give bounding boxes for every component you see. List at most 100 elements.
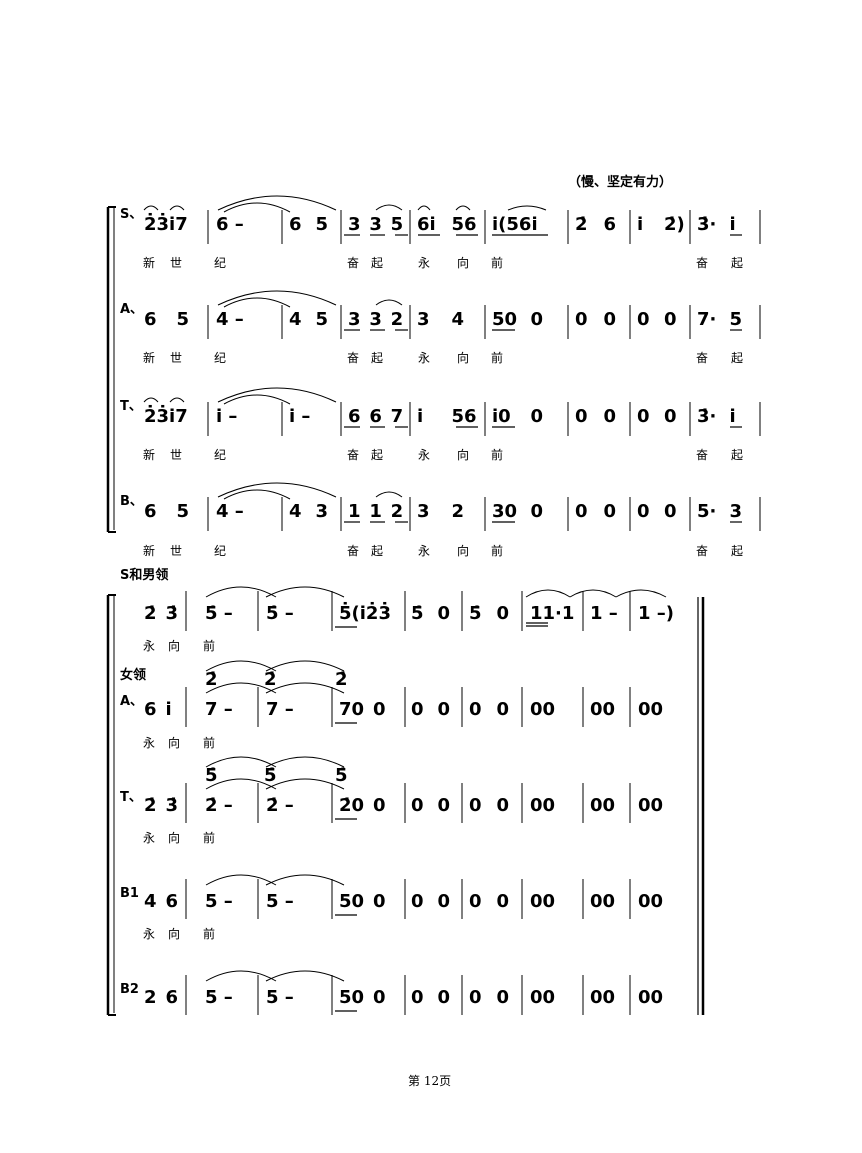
note-group: 6 [165,891,179,912]
note-group: 4 – [216,309,244,330]
lyric: 向 [168,831,181,845]
tie [265,586,345,598]
note-group: 3 [369,309,382,330]
note-group: i [417,406,424,427]
note-group: 50 [339,891,365,912]
lyric: 世 [170,448,183,462]
lyric: 前 [491,544,504,558]
lyric: 奋 [696,448,709,462]
note-group: 7 – [266,699,294,720]
note-group: 50 [492,309,518,330]
note-group: 00 [590,891,616,912]
lyric: 前 [491,351,504,365]
note-group: 3 [417,309,430,330]
note-group: 2 [144,987,157,1008]
note-group: 0 [469,699,482,720]
note-group: 0 [411,891,424,912]
tie [223,394,291,405]
note-group: 0 [469,795,482,816]
part-label: A、 [120,302,144,317]
note-group: 0 [496,699,510,720]
lyric: 前 [203,831,216,845]
note-group: 5̇ [469,603,482,624]
note-group: 0 [469,987,482,1008]
note-group: 0 [373,699,386,720]
lyric: 起 [731,448,744,462]
lyric: 起 [731,256,744,270]
note-group: 0 [637,501,650,522]
note-group: 00 [530,795,556,816]
tie [223,489,291,500]
note-group: 0 [575,309,588,330]
note-group: 56 [451,214,477,235]
lyric: 向 [457,544,470,558]
note-group: 0 [496,891,510,912]
lyric: 永 [418,448,431,462]
note-group: 6 – [216,214,244,235]
female-lead-label: 女领 [120,668,147,683]
note-group: 0 [373,987,386,1008]
note-group: i [729,214,736,235]
note-group: 3̇ [165,795,179,816]
note-group: i [637,214,644,235]
note-group: 00 [590,987,616,1008]
note-group: 4 [289,309,302,330]
note-group: 0 [530,406,544,427]
lyric: 前 [203,639,216,653]
note-group: 5 – [205,891,233,912]
upper-voice-note: 2̇ [335,669,348,690]
tie [223,202,291,213]
note-group: 6 [144,309,157,330]
slur [569,589,617,598]
lyric: 奋 [347,448,360,462]
tie [265,778,345,790]
note-group: 4 [144,891,157,912]
note-group: 6 [603,214,617,235]
note-group: 0 [437,891,451,912]
lyric: 起 [731,351,744,365]
note-group: 6 [348,406,361,427]
note-group: 0 [530,501,544,522]
slur [143,205,159,211]
note-group: 4 [451,309,465,330]
upper-voice-note: 2̇ [205,669,218,690]
note-group: 2̇) [664,214,685,235]
lyric: 纪 [214,448,227,462]
note-group: i(56i [492,214,538,235]
note-group: 00 [638,987,664,1008]
lyric: 新 [143,351,156,365]
lyric: 纪 [214,544,227,558]
note-group: 2 [390,501,404,522]
note-group: 0 [575,501,588,522]
note-group: 5 [315,214,329,235]
note-group: 1 – [590,603,618,624]
part-label: B、 [120,494,143,509]
lyric: 起 [371,256,384,270]
note-group: 00 [638,891,664,912]
part-label: T、 [120,790,142,805]
tie [265,682,345,694]
note-group: 2̇ [144,603,157,624]
page-footer: 第 12页 [408,1074,452,1088]
note-group: 0 [637,406,650,427]
tie [265,660,345,672]
slur [375,299,403,306]
note-group: 2̇3̇i7 [144,406,188,427]
note-group: 11·1 [530,603,575,624]
tie [217,290,337,306]
note-group: 0 [373,795,386,816]
tie [223,297,291,308]
note-group: i – [216,406,238,427]
lyric: 奋 [347,351,360,365]
note-group: 2̇3̇i7 [144,214,188,235]
note-group: 6 [289,214,302,235]
note-group: 5 – [205,987,233,1008]
lyric: 前 [203,736,216,750]
tie [265,874,345,886]
slur [375,204,403,211]
note-group: 0 [575,406,588,427]
note-group: 5 [176,501,190,522]
lyric: 永 [418,544,431,558]
part-label: S、 [120,207,143,222]
lyric: 前 [203,927,216,941]
